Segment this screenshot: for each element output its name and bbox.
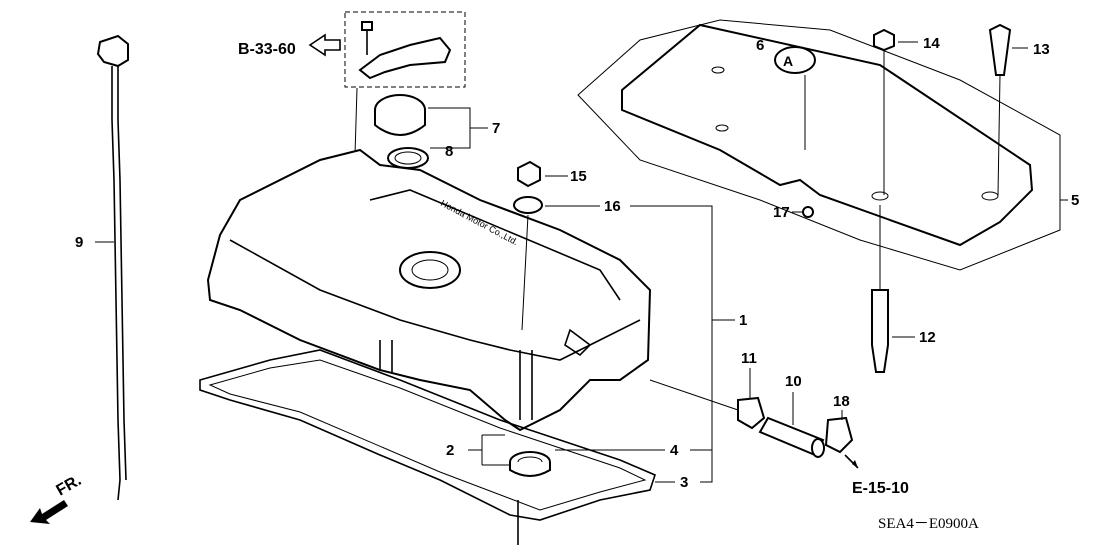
gasket-part (199, 349, 656, 521)
callout-1[interactable]: 1 (739, 312, 747, 329)
washer-nut-part (513, 160, 600, 331)
callout-9[interactable]: 9 (75, 234, 83, 251)
cylinder-head-cover-part: Honda Motor Co.,Ltd. (206, 148, 652, 432)
callout-5[interactable]: 5 (1071, 192, 1079, 209)
callout-15[interactable]: 15 (570, 168, 587, 185)
callout-7[interactable]: 7 (492, 120, 500, 137)
dipstick-part (95, 34, 129, 501)
callout-14[interactable]: 14 (923, 35, 940, 52)
reference-b-33-60[interactable]: B-33-60 (238, 41, 296, 58)
callout-11[interactable]: 11 (741, 350, 757, 367)
callout-6[interactable]: 6 (756, 37, 764, 54)
front-arrow-icon (30, 500, 68, 524)
callout-bracket-1 (630, 205, 735, 483)
callout-13[interactable]: 13 (1033, 41, 1050, 58)
front-label: FR. (54, 472, 85, 500)
callout-18[interactable]: 18 (833, 393, 850, 410)
callout-12[interactable]: 12 (919, 329, 936, 346)
engine-cover-part: A (577, 19, 1068, 271)
callout-17[interactable]: 17 (773, 204, 790, 221)
bracket-part (308, 11, 466, 156)
diagram-code: SEA4－E0900A (878, 516, 979, 532)
emblem-logo: A (783, 53, 793, 69)
callout-16[interactable]: 16 (604, 198, 621, 215)
callout-3[interactable]: 3 (680, 474, 688, 491)
callout-4[interactable]: 4 (670, 442, 679, 459)
breather-hose-part (649, 368, 859, 469)
callout-2[interactable]: 2 (446, 442, 454, 459)
fasteners-part (792, 23, 1028, 373)
reference-e-15-10[interactable]: E-15-10 (852, 480, 909, 497)
callout-10[interactable]: 10 (785, 373, 802, 390)
callout-8[interactable]: 8 (445, 143, 453, 160)
seal-part (468, 434, 665, 545)
